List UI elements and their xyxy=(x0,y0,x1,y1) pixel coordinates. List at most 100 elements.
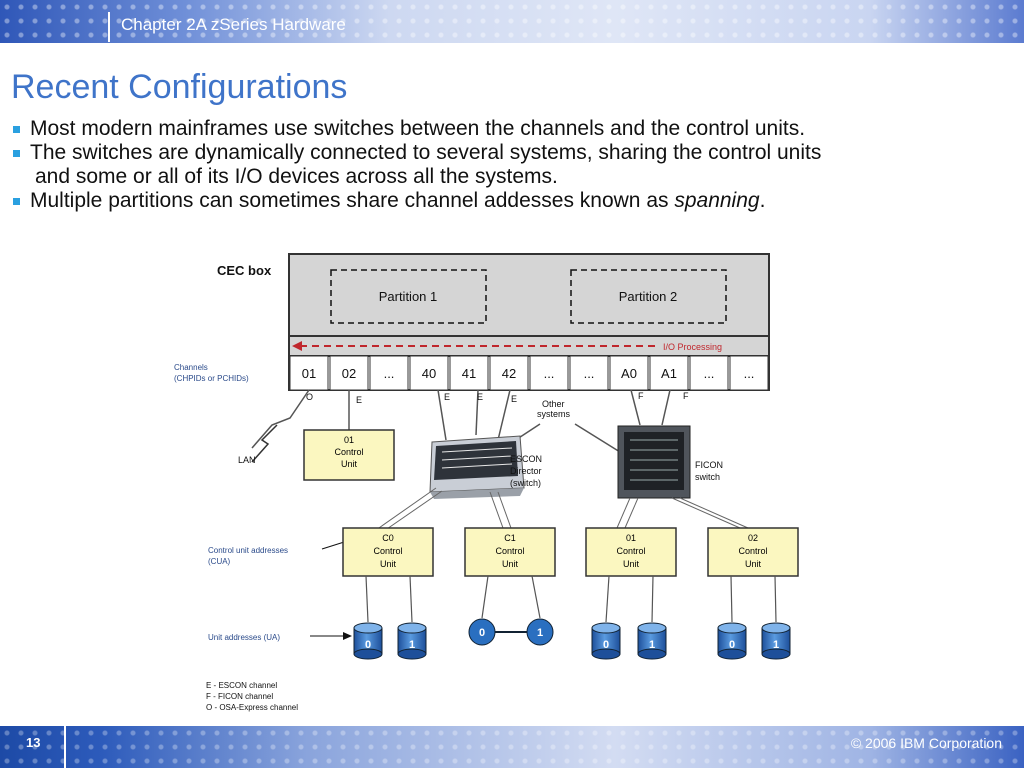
header-divider xyxy=(108,12,110,42)
bullet-text: The switches are dynamically connected t… xyxy=(30,141,822,164)
escon-link-42 xyxy=(497,389,511,441)
escon-link-41 xyxy=(475,389,479,436)
disk-label: 1 xyxy=(773,639,779,651)
partition-2-label: Partition 2 xyxy=(619,289,678,304)
channel-links xyxy=(251,389,671,453)
channels-label: Channels xyxy=(174,363,208,372)
ua-label: Unit addresses (UA) xyxy=(208,633,280,642)
bullet-continuation: and some or all of its I/O devices acros… xyxy=(35,165,558,188)
partition-2-box xyxy=(570,269,727,324)
disk-label: 1 xyxy=(649,639,655,651)
bullet-text: Most modern mainframes use switches betw… xyxy=(30,117,806,140)
disk-label: 0 xyxy=(479,627,485,639)
chpid-label: 40 xyxy=(422,366,436,381)
switch-cu-links xyxy=(375,487,749,532)
arrow-head-icon xyxy=(292,341,302,351)
copyright: © 2006 IBM Corporation xyxy=(850,735,1002,751)
disk-bottom xyxy=(353,648,383,660)
chpid-cell xyxy=(729,355,769,391)
disk-top xyxy=(591,622,621,634)
disk-cable xyxy=(774,575,777,623)
cua-label: Control unit addresses xyxy=(208,546,288,555)
chpid-row xyxy=(288,355,770,391)
arrow-head-icon xyxy=(343,632,352,640)
control-unit-label: Control xyxy=(738,546,767,556)
control-unit-number: 01 xyxy=(344,435,354,445)
chpid-cell xyxy=(329,355,369,391)
control-unit-number: 02 xyxy=(748,533,758,543)
channels-sublabel: (CHPIDs or PCHIDs) xyxy=(174,374,249,383)
disk-cable xyxy=(651,575,654,623)
chpid-label: ... xyxy=(544,366,555,381)
disk-cable xyxy=(730,575,733,623)
chpid-cell xyxy=(649,355,689,391)
disk-cable xyxy=(365,575,369,623)
ficon-link-a1 xyxy=(661,389,671,426)
disk-top xyxy=(637,622,667,634)
disk-bottom xyxy=(761,648,791,660)
link-type-e: E xyxy=(511,394,517,404)
chpid-cell xyxy=(689,355,729,391)
escon-label: (switch) xyxy=(510,478,541,488)
legend-escon: E - ESCON channel xyxy=(206,681,277,690)
control-units: C0ControlUnitC1ControlUnit01ControlUnit0… xyxy=(342,527,799,577)
bullet-square-icon xyxy=(13,126,20,133)
chpid-label: ... xyxy=(704,366,715,381)
chpid-cell xyxy=(369,355,409,391)
disk-top xyxy=(761,622,791,634)
ficon-link-a0 xyxy=(630,389,641,426)
control-unit-label: Control xyxy=(373,546,402,556)
link-type-e: E xyxy=(356,395,362,405)
footer-divider xyxy=(64,726,66,768)
chpid-label: ... xyxy=(744,366,755,381)
chpid-label: ... xyxy=(584,366,595,381)
ficon-label: switch xyxy=(695,472,720,482)
disk-top xyxy=(353,622,383,634)
link-type-f: F xyxy=(683,391,689,401)
escon-label: ESCON xyxy=(510,454,542,464)
ficon-switch-icon xyxy=(617,425,691,499)
chpid-label: 42 xyxy=(502,366,516,381)
chpid-cell xyxy=(529,355,569,391)
disk-bottom xyxy=(637,648,667,660)
bullet-text: Multiple partitions can sometimes share … xyxy=(30,189,675,212)
cua-sublabel: (CUA) xyxy=(208,557,231,566)
disk-cable xyxy=(531,575,541,619)
disk-top xyxy=(397,622,427,634)
bullet-square-icon xyxy=(13,150,20,157)
header-pattern xyxy=(0,0,1024,43)
chpid-cell xyxy=(569,355,609,391)
link-type-f: F xyxy=(638,391,644,401)
other-systems-link-2 xyxy=(574,423,621,453)
osa-link xyxy=(251,389,310,449)
link-type-o: O xyxy=(306,392,313,402)
chpid-label: A0 xyxy=(621,366,637,381)
lan-label: LAN xyxy=(238,455,256,465)
legend-osa: O - OSA-Express channel xyxy=(206,703,298,712)
disk-bottom xyxy=(591,648,621,660)
page-number: 13 xyxy=(26,735,41,750)
control-unit-label: Control xyxy=(334,447,363,457)
chpid-label: 02 xyxy=(342,366,356,381)
disk-cable xyxy=(481,575,489,619)
control-unit-label: Unit xyxy=(341,459,358,469)
bullet-emphasis: spanning xyxy=(674,189,760,212)
control-unit-label: Control xyxy=(616,546,645,556)
control-unit-number: C0 xyxy=(382,533,394,543)
chpid-label: A1 xyxy=(661,366,677,381)
disk-label: 0 xyxy=(729,639,735,651)
chpid-cell xyxy=(489,355,529,391)
disk-top xyxy=(717,622,747,634)
io-processing-label: I/O Processing xyxy=(663,342,722,352)
disk-label: 1 xyxy=(409,639,415,651)
disk-label: 1 xyxy=(537,627,543,639)
bullet-text-end: . xyxy=(759,189,766,212)
header-bar: Chapter 2A zSeries Hardware xyxy=(0,0,1024,43)
ficon-label: FICON xyxy=(695,460,723,470)
bullet-square-icon xyxy=(13,198,20,205)
chpid-label: 41 xyxy=(462,366,476,381)
disk-label: 0 xyxy=(365,639,371,651)
